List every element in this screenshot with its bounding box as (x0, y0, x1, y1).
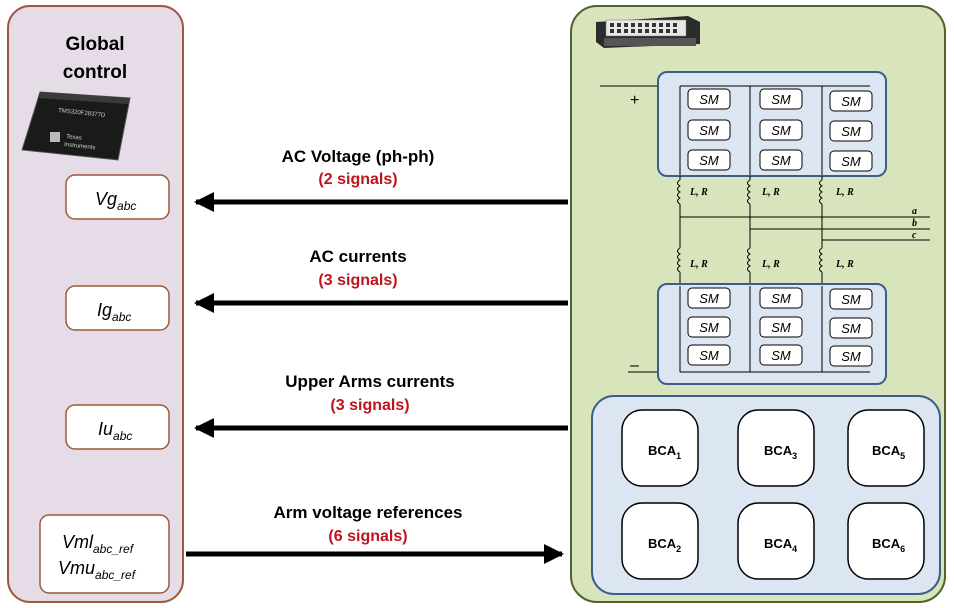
global-control-title-line1: Global (65, 34, 124, 55)
signal-box-vg: Vgabc (65, 174, 170, 220)
signal-arrows: AC Voltage (ph-ph) (2 signals) AC curren… (186, 147, 568, 564)
bca-block-1: BCA1 (621, 409, 699, 487)
svg-text:BCA3: BCA3 (764, 443, 797, 461)
sm-label: SM (699, 153, 719, 168)
lr-label: L, R (761, 187, 780, 198)
signal-box-vm-ref: Vmlabc_ref Vmuabc_ref (39, 514, 170, 594)
lr-label: L, R (689, 187, 708, 198)
sm-label: SM (771, 123, 791, 138)
bca-block-2: BCA2 (621, 502, 699, 580)
signal-box-ig: Igabc (65, 285, 170, 331)
signal-vml-sub: abc_ref (93, 542, 135, 556)
ti-logo-icon (50, 132, 60, 142)
simulator-rack-icon (596, 16, 700, 48)
dc-plus-label: + (630, 92, 639, 109)
signal-box-iu: Iuabc (65, 404, 170, 450)
lr-label: L, R (835, 259, 854, 270)
arrow-arm-voltage-title: Arm voltage references (274, 503, 463, 522)
global-control-title-line2: control (63, 62, 127, 83)
signal-iu-base: Iu (98, 419, 113, 439)
svg-text:BCA6: BCA6 (872, 536, 905, 554)
sm-label: SM (771, 320, 791, 335)
sm-label: SM (841, 349, 861, 364)
signal-ig-sub: abc (112, 310, 131, 324)
phase-b-label: b (912, 218, 917, 229)
arm-inductors (677, 176, 823, 286)
arrow-upper-arms-count: (3 signals) (330, 397, 409, 414)
lower-submodules: SM SM SM SM SM SM SM SM SM (687, 287, 873, 367)
sm-label: SM (841, 94, 861, 109)
svg-text:Vmlabc_ref: Vmlabc_ref (62, 532, 135, 556)
sm-label: SM (699, 291, 719, 306)
signal-ig-base: Ig (97, 300, 112, 320)
arrow-ac-voltage-title: AC Voltage (ph-ph) (282, 147, 435, 166)
bca-block-3: BCA3 (737, 409, 815, 487)
bca-block-6: BCA6 (847, 502, 925, 580)
sm-label: SM (699, 348, 719, 363)
arrow-ac-voltage-count: (2 signals) (318, 171, 397, 188)
arrow-ac-currents: AC currents (3 signals) (194, 247, 568, 313)
sm-label: SM (841, 124, 861, 139)
converter-panel: + – SM SM SM SM SM SM SM SM SM (570, 5, 946, 603)
signal-vmu-sub: abc_ref (95, 568, 137, 582)
svg-text:Iuabc: Iuabc (98, 419, 132, 443)
arrow-upper-arms: Upper Arms currents (3 signals) (194, 372, 568, 438)
sm-label: SM (771, 348, 791, 363)
lr-label: L, R (761, 259, 780, 270)
arrow-arm-voltage-ref: Arm voltage references (6 signals) (186, 503, 564, 564)
lr-label: L, R (835, 187, 854, 198)
bca-block-4: BCA4 (737, 502, 815, 580)
sm-label: SM (771, 92, 791, 107)
svg-text:Vgabc: Vgabc (95, 189, 136, 213)
chip-part-number: TMS320F28377D (58, 108, 106, 119)
sm-label: SM (699, 123, 719, 138)
bca-block-5: BCA5 (847, 409, 925, 487)
signal-vg-sub: abc (117, 199, 136, 213)
sm-label: SM (771, 153, 791, 168)
phase-a-label: a (912, 206, 917, 217)
arrow-ac-currents-count: (3 signals) (318, 272, 397, 289)
svg-text:BCA5: BCA5 (872, 443, 905, 461)
signal-vg-base: Vg (95, 189, 117, 209)
svg-text:Vmuabc_ref: Vmuabc_ref (58, 558, 137, 582)
arrow-ac-currents-title: AC currents (309, 247, 406, 266)
chip-brand-line1: Texas (66, 134, 82, 142)
svg-text:BCA2: BCA2 (648, 536, 681, 554)
sm-label: SM (699, 320, 719, 335)
arrow-upper-arms-title: Upper Arms currents (285, 372, 454, 391)
global-control-panel: Global control TMS320F28377D Texas Instr… (7, 5, 184, 603)
bca-container: BCA1 BCA3 BCA5 BCA2 BCA4 BCA6 (591, 395, 941, 595)
dsp-chip-icon: TMS320F28377D Texas Instruments (21, 91, 131, 161)
signal-vml-base: Vml (62, 532, 94, 552)
lr-label: L, R (689, 259, 708, 270)
sm-label: SM (771, 291, 791, 306)
svg-text:BCA4: BCA4 (764, 536, 797, 554)
arrow-arm-voltage-count: (6 signals) (328, 528, 407, 545)
dc-minus-label: – (630, 357, 639, 374)
upper-arm-block: SM SM SM SM SM SM SM SM SM (657, 71, 887, 177)
sm-label: SM (841, 154, 861, 169)
arrow-ac-voltage: AC Voltage (ph-ph) (2 signals) (194, 147, 568, 212)
signal-vmu-base: Vmu (58, 558, 95, 578)
sm-label: SM (841, 292, 861, 307)
upper-submodules: SM SM SM SM SM SM SM SM SM (687, 88, 873, 172)
phase-c-label: c (912, 230, 917, 241)
svg-text:BCA1: BCA1 (648, 443, 681, 461)
sm-label: SM (841, 321, 861, 336)
svg-text:Igabc: Igabc (97, 300, 131, 324)
signal-iu-sub: abc (113, 429, 132, 443)
sm-label: SM (699, 92, 719, 107)
chip-brand-line2: Instruments (64, 142, 96, 151)
lower-arm-block: SM SM SM SM SM SM SM SM SM (657, 283, 887, 385)
ac-phase-lines (680, 216, 930, 241)
